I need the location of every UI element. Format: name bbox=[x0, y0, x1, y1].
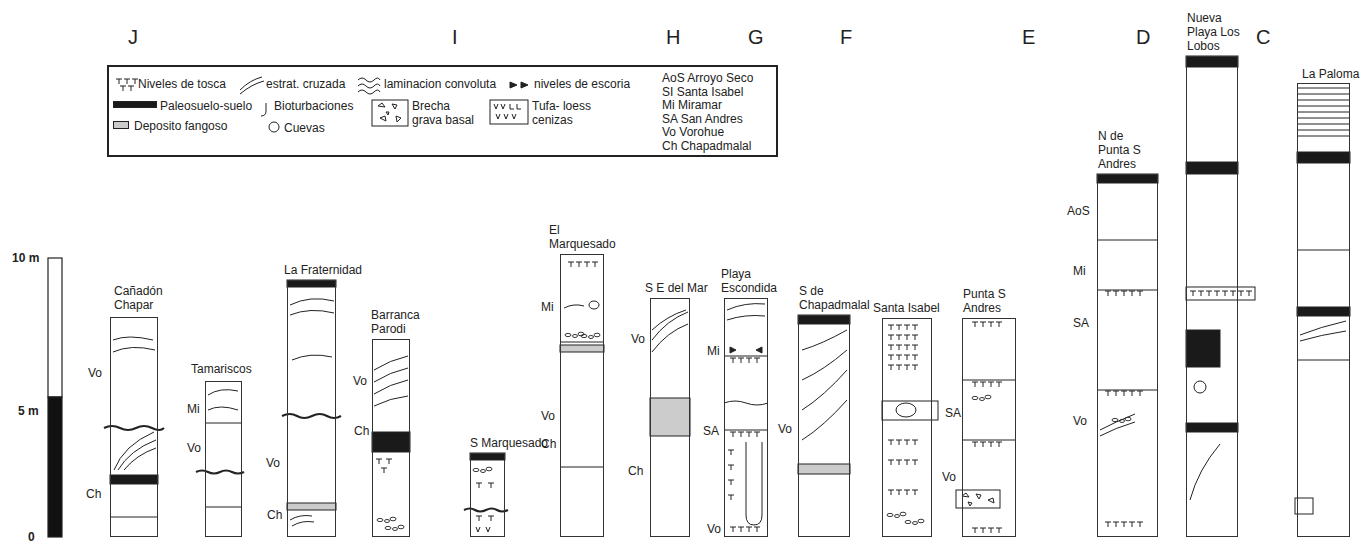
formation-label: Ch bbox=[86, 487, 101, 501]
strat-column: La Paloma bbox=[1297, 83, 1350, 537]
formation-label: SA bbox=[1073, 316, 1089, 330]
strat-column: N de Punta S Andres bbox=[1097, 174, 1158, 537]
formation-label: Ch bbox=[354, 424, 369, 438]
formation-label: Vo bbox=[1073, 414, 1087, 428]
formation-label: Mi bbox=[1073, 264, 1086, 278]
legend-text: niveles de escoria bbox=[534, 77, 630, 91]
strat-column: Tamariscos bbox=[205, 381, 242, 537]
strat-column: Santa Isabel bbox=[882, 318, 932, 537]
formation-label: Vo bbox=[88, 366, 102, 380]
column-title: Nueva Playa Los Lobos bbox=[1187, 11, 1242, 53]
legend-text: Niveles de tosca bbox=[138, 77, 226, 91]
formation-label: Mi bbox=[541, 300, 554, 314]
formation-label: SA bbox=[945, 406, 961, 420]
legend-text: estrat. cruzada bbox=[266, 77, 345, 91]
legend-text: Brecha grava basal bbox=[412, 99, 478, 127]
formation-label: Vo bbox=[631, 332, 645, 346]
strat-column: S Marquesado bbox=[470, 453, 505, 537]
formation-label: Ch bbox=[628, 464, 643, 478]
section-letter: E bbox=[1022, 26, 1035, 48]
formation-label: Vo bbox=[187, 441, 201, 455]
strat-column: S de Chapadmalal bbox=[798, 315, 850, 537]
column-title: Tamariscos bbox=[191, 362, 271, 376]
column-title: Santa Isabel bbox=[873, 301, 953, 315]
section-letter: C bbox=[1256, 26, 1270, 48]
formation-label: Vo bbox=[707, 522, 721, 536]
column-title: La Fraternidad bbox=[284, 263, 374, 277]
strat-column: Cañadón Chapar bbox=[110, 317, 158, 537]
formation-label: Vo bbox=[942, 470, 956, 484]
formation-label: Mi bbox=[707, 344, 720, 358]
formation-label: SA bbox=[703, 424, 719, 438]
column-title: S E del Mar bbox=[645, 281, 725, 295]
strat-column: Barranca Parodi bbox=[372, 339, 410, 537]
legend-text: Tufa- loess cenizas bbox=[532, 99, 602, 127]
legend-text: Bioturbaciones bbox=[274, 99, 353, 113]
section-letter: D bbox=[1136, 26, 1150, 48]
formation-label: Vo bbox=[353, 374, 367, 388]
legend-text: Cuevas bbox=[284, 121, 325, 135]
column-title: N de Punta S Andres bbox=[1098, 129, 1150, 171]
strat-column: La Fraternidad bbox=[287, 280, 336, 537]
formation-label: Vo bbox=[541, 409, 555, 423]
section-letter: I bbox=[452, 26, 458, 48]
formation-label: Ch bbox=[267, 508, 282, 522]
formation-label: Mi bbox=[187, 402, 200, 416]
legend-text: Deposito fangoso bbox=[134, 119, 227, 133]
formation-label: Vo bbox=[778, 422, 792, 436]
strat-column: Nueva Playa Los Lobos bbox=[1186, 56, 1238, 537]
column-title: Playa Escondida bbox=[721, 267, 783, 295]
scale-label: 0 bbox=[28, 530, 35, 544]
column-title: El Marquesado bbox=[549, 223, 617, 251]
strat-column: S E del Mar bbox=[650, 298, 690, 537]
strat-column: El Marquesado bbox=[560, 254, 604, 537]
abbreviation: Vo Vorohue bbox=[662, 125, 724, 139]
legend-text: Paleosuelo-suelo bbox=[160, 99, 252, 113]
abbreviation: AoS Arroyo Seco bbox=[662, 71, 753, 85]
formation-label: AoS bbox=[1067, 204, 1090, 218]
column-title: La Paloma bbox=[1302, 67, 1368, 81]
legend-swatch bbox=[113, 101, 157, 108]
section-letter: F bbox=[840, 26, 852, 48]
column-title: Barranca Parodi bbox=[371, 308, 431, 336]
abbreviation: Mi Miramar bbox=[662, 98, 722, 112]
column-title: Cañadón Chapar bbox=[114, 284, 169, 312]
section-letter: J bbox=[128, 26, 138, 48]
formation-label: Vo bbox=[266, 456, 280, 470]
strat-column: Playa Escondida bbox=[724, 298, 768, 537]
scale-label: 10 m bbox=[12, 251, 39, 265]
strat-column: Punta S Andres bbox=[962, 318, 1016, 537]
column-title: Punta S Andres bbox=[963, 287, 1018, 315]
column-title: S de Chapadmalal bbox=[799, 284, 871, 312]
scale-label: 5 m bbox=[18, 404, 39, 418]
abbreviation: SA San Andres bbox=[662, 112, 743, 126]
legend-swatch bbox=[113, 121, 129, 129]
section-letter: H bbox=[666, 26, 680, 48]
abbreviation: Ch Chapadmalal bbox=[662, 139, 751, 153]
legend-text: laminacion convoluta bbox=[384, 77, 496, 91]
formation-label: Ch bbox=[541, 437, 556, 451]
section-letter: G bbox=[748, 26, 764, 48]
abbreviation: SI Santa Isabel bbox=[662, 85, 743, 99]
